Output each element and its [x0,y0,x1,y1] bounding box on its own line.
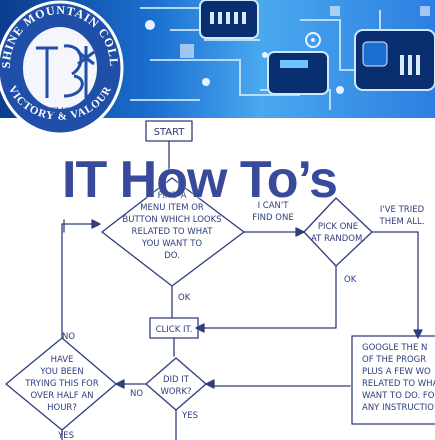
did-it-work-line-1: DID IT [163,375,190,385]
yes-label-trying: YES [57,431,74,440]
troubleshooting-flowchart: START FIND A MENU ITEM OR BUTTON WHICH L… [5,120,435,440]
google-line-5: WANT TO DO. FO [362,391,435,401]
find-line-5: YOU WANT TO [141,239,203,249]
cant-find-line-1: I CAN'T [258,201,290,211]
college-crest-logo: SUNSHINE MOUNTAIN COLLEGE VICTORY & VALO… [0,0,124,136]
start-label: START [154,127,186,138]
tried-all-line-1: I'VE TRIED [380,205,425,215]
been-trying-line-2: YOU BEEN [39,367,83,377]
did-it-work-line-2: WORK? [160,387,191,397]
yes-label-work: YES [181,411,198,421]
find-line-6: DO. [164,251,180,261]
google-line-3: PLUS A FEW WO [362,367,431,377]
google-box [351,335,435,425]
pick-one-line-1: PICK ONE [318,222,358,232]
find-line-1: FIND A [158,191,187,201]
pick-one-line-2: AT RANDOM. [311,234,365,244]
find-line-2: MENU ITEM OR [140,203,204,213]
google-line-2: OF THE PROGR [362,355,426,365]
google-line-4: RELATED TO WHA [362,379,435,389]
click-it-label: CLICK IT. [156,325,193,335]
ok-label-pick: OK [344,275,357,285]
circuit-pattern-graphic [130,0,435,110]
been-trying-line-4: OVER HALF AN [30,391,93,401]
find-line-4: RELATED TO WHAT [132,227,214,237]
ok-label-find: OK [178,293,191,303]
google-line-1: GOOGLE THE N [362,343,427,353]
page-title: IT How To’s [62,151,338,209]
no-label-work: NO [130,389,143,399]
been-trying-line-3: TRYING THIS FOR [24,379,99,389]
tried-all-line-2: THEM ALL. [379,217,425,227]
been-trying-line-5: HOUR? [47,403,77,413]
find-line-3: BUTTON WHICH LOOKS [122,215,221,225]
google-line-6: ANY INSTRUCTIO [362,403,434,413]
cant-find-line-2: FIND ONE [252,213,293,223]
crest-monogram: TMC [50,106,70,116]
been-trying-line-1: HAVE [51,355,74,365]
no-label-top: NO [62,332,75,342]
